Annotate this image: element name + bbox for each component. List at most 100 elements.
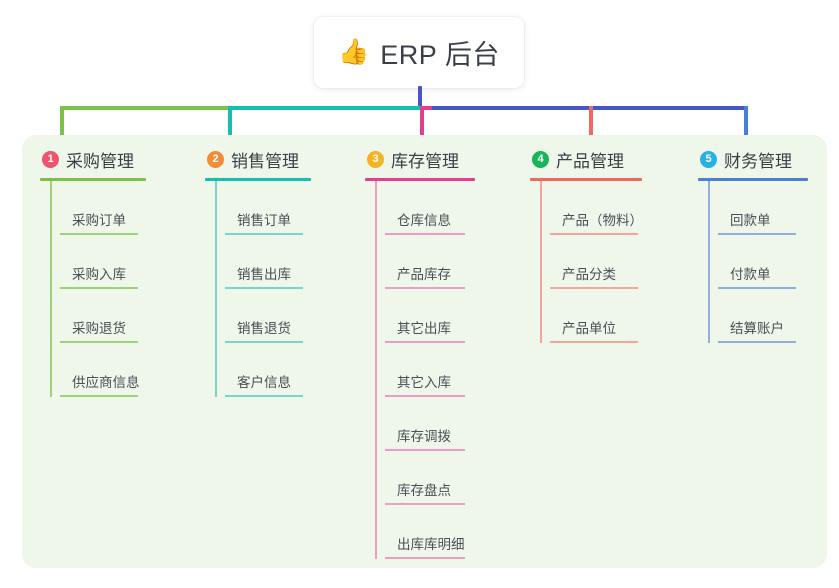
list-item[interactable]: 库存盘点 <box>375 451 475 505</box>
list-item[interactable]: 结算账户 <box>708 289 808 343</box>
column-rail-3 <box>375 181 377 559</box>
list-item-rule <box>225 287 303 289</box>
column-badge-1: 1 <box>42 150 59 168</box>
list-item-label: 销售退货 <box>237 321 291 337</box>
root-node-content: 👍 ERP 后台 <box>338 33 500 72</box>
list-item[interactable]: 其它入库 <box>375 343 475 397</box>
list-item[interactable]: 产品（物料） <box>540 181 643 235</box>
list-item-label: 回款单 <box>730 213 771 229</box>
list-item[interactable]: 仓库信息 <box>375 181 475 235</box>
list-item-rule <box>550 287 638 289</box>
connector-bar-segment-2 <box>228 106 420 110</box>
connector-drop-4 <box>589 106 593 148</box>
list-item-label: 结算账户 <box>730 321 784 337</box>
connector-drop-2 <box>228 106 232 148</box>
list-item-rule <box>385 557 465 559</box>
list-item-label: 其它出库 <box>397 321 451 337</box>
list-item-label: 供应商信息 <box>72 375 140 391</box>
list-item-label: 采购订单 <box>72 213 126 229</box>
column-items-5: 回款单付款单结算账户 <box>698 181 808 343</box>
diagram-panel <box>22 135 827 568</box>
list-item-label: 销售订单 <box>237 213 291 229</box>
list-item[interactable]: 产品单位 <box>540 289 643 343</box>
column-header-rule-5 <box>698 178 808 181</box>
list-item-label: 产品库存 <box>397 267 451 283</box>
list-item[interactable]: 库存调拨 <box>375 397 475 451</box>
column-header-3[interactable]: 3 库存管理 <box>365 146 475 172</box>
column-4: 4 产品管理产品（物料） 产品分类产品单位 <box>530 146 643 343</box>
column-header-rule-3 <box>365 178 475 181</box>
list-item[interactable]: 付款单 <box>708 235 808 289</box>
root-node-title: ERP 后台 <box>380 40 500 70</box>
column-title-3: 库存管理 <box>391 151 459 171</box>
list-item[interactable]: 产品库存 <box>375 235 475 289</box>
root-node-card[interactable]: 👍 ERP 后台 <box>314 17 524 88</box>
list-item-rule <box>225 395 303 397</box>
list-item-rule <box>385 341 465 343</box>
list-item[interactable]: 销售订单 <box>215 181 311 235</box>
list-item[interactable]: 销售退货 <box>215 289 311 343</box>
root-stem-connector <box>418 86 422 110</box>
column-title-2: 销售管理 <box>231 151 299 171</box>
list-item-label: 产品分类 <box>562 267 616 283</box>
list-item-rule <box>385 395 465 397</box>
list-item[interactable]: 供应商信息 <box>50 343 146 397</box>
list-item[interactable]: 采购退货 <box>50 289 146 343</box>
list-item-label: 其它入库 <box>397 375 451 391</box>
column-rail-5 <box>708 181 710 343</box>
column-header-rule-2 <box>205 178 311 181</box>
list-item-label: 客户信息 <box>237 375 291 391</box>
column-badge-3: 3 <box>367 150 384 168</box>
list-item-rule <box>60 341 138 343</box>
list-item[interactable]: 回款单 <box>708 181 808 235</box>
list-item-label: 出库库明细 <box>397 537 465 553</box>
list-item-label: 销售出库 <box>237 267 291 283</box>
column-header-1[interactable]: 1 采购管理 <box>40 146 146 172</box>
column-items-4: 产品（物料） 产品分类产品单位 <box>530 181 643 343</box>
list-item-rule <box>550 341 638 343</box>
column-badge-2: 2 <box>207 150 224 168</box>
list-item-rule <box>385 449 465 451</box>
column-items-3: 仓库信息产品库存其它出库其它入库库存调拨库存盘点出库库明细 <box>365 181 475 559</box>
connector-drop-1 <box>60 106 64 148</box>
list-item-rule <box>385 233 465 235</box>
list-item[interactable]: 产品分类 <box>540 235 643 289</box>
connector-bar-segment-3 <box>420 106 432 110</box>
list-item-rule <box>718 287 796 289</box>
list-item[interactable]: 其它出库 <box>375 289 475 343</box>
column-header-rule-4 <box>530 178 642 181</box>
column-3: 3 库存管理仓库信息产品库存其它出库其它入库库存调拨库存盘点出库库明细 <box>365 146 475 559</box>
column-items-2: 销售订单销售出库销售退货客户信息 <box>205 181 311 397</box>
list-item-rule <box>385 287 465 289</box>
list-item-label: 产品单位 <box>562 321 616 337</box>
column-items-1: 采购订单采购入库采购退货供应商信息 <box>40 181 146 397</box>
list-item-rule <box>385 503 465 505</box>
list-item-rule <box>60 395 138 397</box>
list-item-label: 库存盘点 <box>397 483 451 499</box>
column-badge-4: 4 <box>532 150 549 168</box>
list-item-rule <box>60 233 138 235</box>
list-item[interactable]: 销售出库 <box>215 235 311 289</box>
list-item[interactable]: 采购订单 <box>50 181 146 235</box>
list-item[interactable]: 采购入库 <box>50 235 146 289</box>
column-2: 2 销售管理销售订单销售出库销售退货客户信息 <box>205 146 311 397</box>
list-item-rule <box>225 233 303 235</box>
list-item-rule <box>550 233 638 235</box>
list-item-label: 采购入库 <box>72 267 126 283</box>
column-header-4[interactable]: 4 产品管理 <box>530 146 643 172</box>
thumbs-up-icon: 👍 <box>338 38 370 66</box>
list-item-label: 产品（物料） <box>562 213 643 229</box>
connector-bar-segment-4 <box>432 106 744 110</box>
column-title-4: 产品管理 <box>556 151 624 171</box>
list-item[interactable]: 客户信息 <box>215 343 311 397</box>
list-item[interactable]: 出库库明细 <box>375 505 475 559</box>
list-item-rule <box>718 341 796 343</box>
column-header-2[interactable]: 2 销售管理 <box>205 146 311 172</box>
column-rail-4 <box>540 181 542 343</box>
column-title-1: 采购管理 <box>66 151 134 171</box>
connector-drop-5 <box>744 106 748 148</box>
column-1: 1 采购管理采购订单采购入库采购退货供应商信息 <box>40 146 146 397</box>
column-badge-5: 5 <box>700 150 717 168</box>
